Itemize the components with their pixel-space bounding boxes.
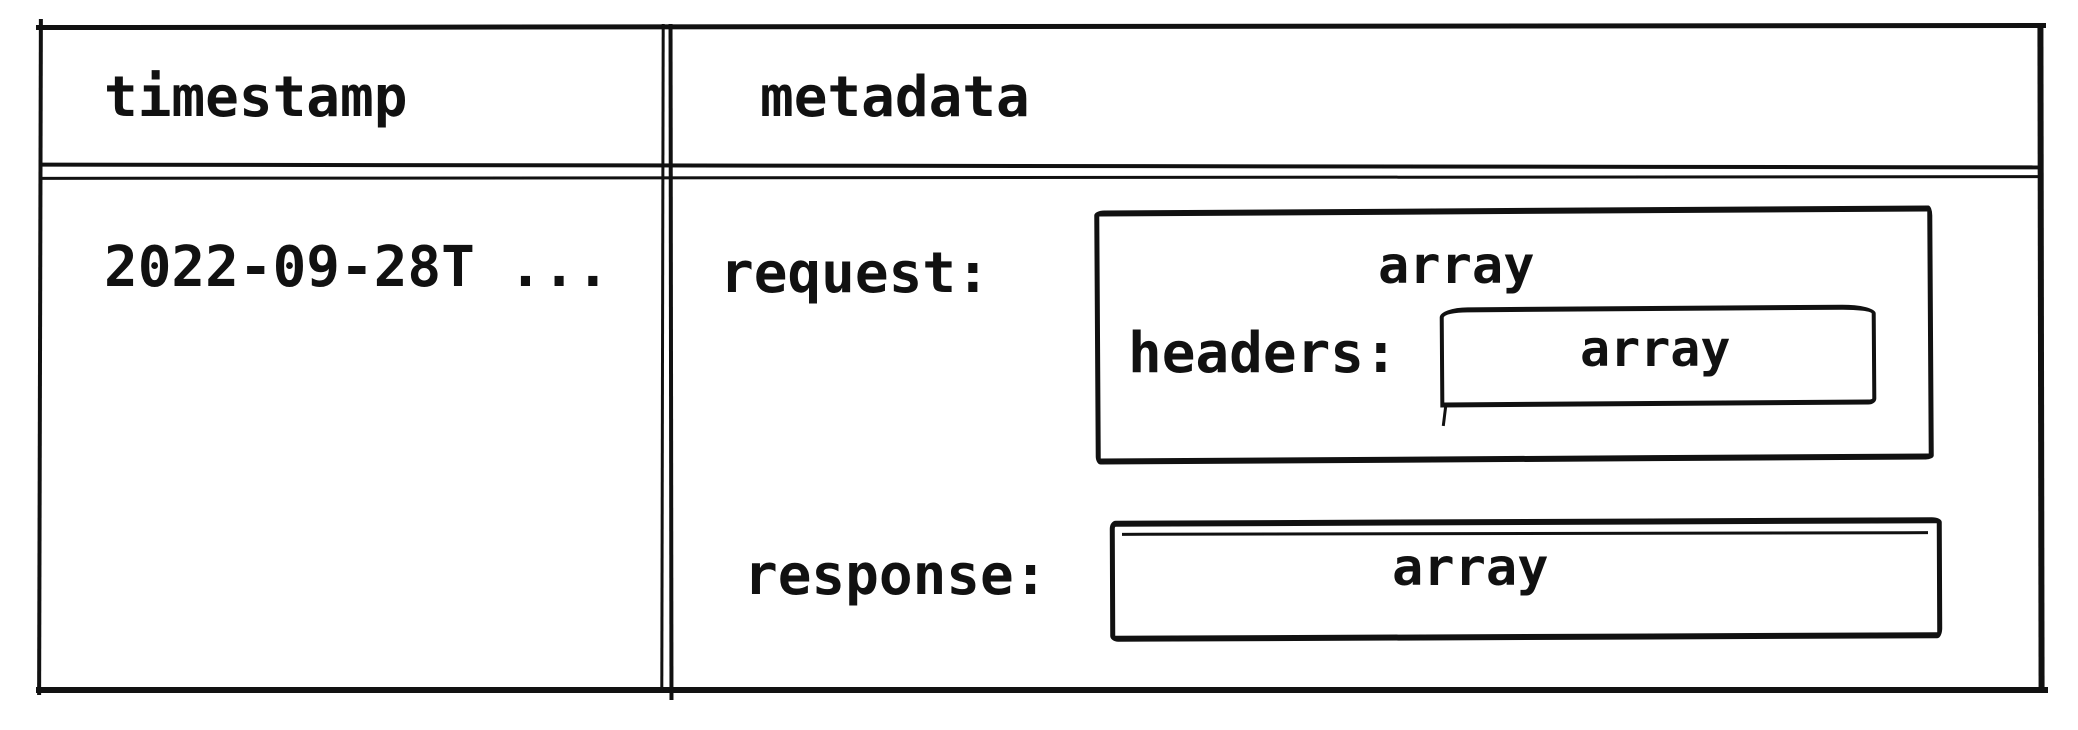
request-field-label: request: — [720, 241, 990, 306]
column-header-timestamp: timestamp — [104, 65, 408, 130]
headers-array-type-label: array — [1580, 320, 1731, 378]
table-border-bottom — [36, 687, 2048, 693]
header-separator-line — [41, 162, 2043, 170]
response-array-type-label: array — [1392, 538, 1549, 598]
column-header-metadata: metadata — [760, 65, 1030, 130]
headers-field-label: headers: — [1128, 321, 1398, 386]
table-border-top — [35, 22, 2047, 31]
column-divider-line — [660, 23, 665, 693]
table-border-right — [2037, 25, 2045, 693]
cell-timestamp-value: 2022-09-28T ... — [104, 235, 610, 300]
response-field-label: response: — [744, 543, 1048, 608]
table-border-left — [37, 18, 43, 696]
column-divider-line — [668, 23, 674, 701]
request-array-type-label: array — [1378, 236, 1535, 296]
header-separator-line — [39, 175, 2039, 180]
